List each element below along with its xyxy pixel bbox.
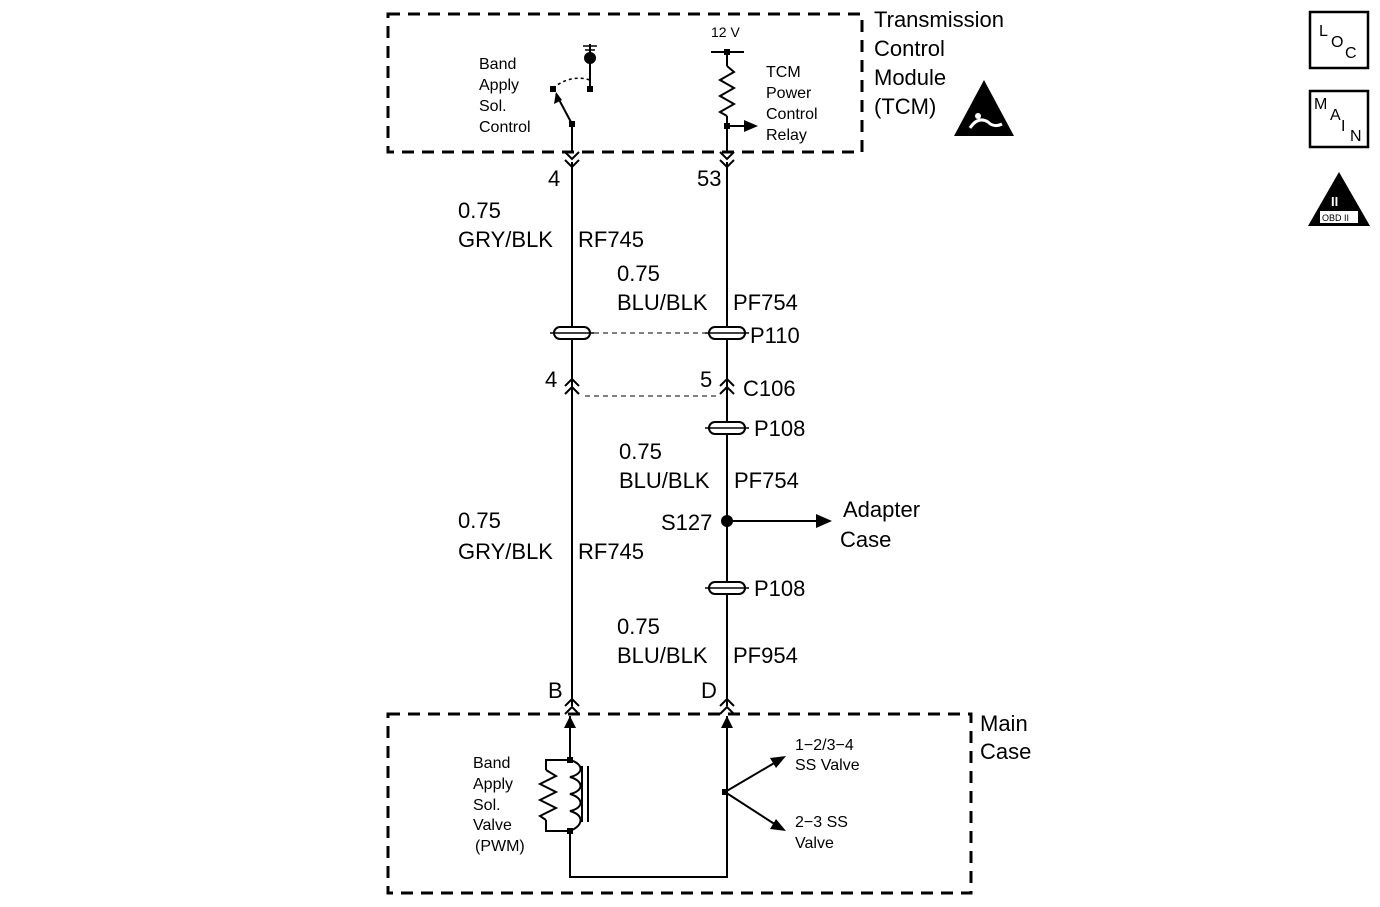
svg-text:M: M (1314, 96, 1327, 113)
tcm-box (386, 12, 864, 154)
p108-upper-passthrough (705, 421, 749, 435)
svg-text:C: C (1345, 45, 1357, 62)
s127-splice (721, 514, 832, 528)
relay-resistor (711, 49, 758, 152)
svg-text:L: L (1319, 23, 1328, 40)
wire-label-upper-right: 0.75 BLU/BLK PF754 (617, 261, 798, 315)
ss-valve-branch (722, 756, 786, 831)
p108-lower-passthrough (705, 581, 749, 595)
wire-label-lower-left: 0.75 GRY/BLK RF745 (458, 508, 644, 564)
band-apply-control-label: Band Apply Sol. Control (479, 56, 531, 136)
esd-warning-icon (954, 80, 1014, 136)
loc-icon[interactable]: L O C (1308, 10, 1370, 70)
s127-label: S127 (661, 510, 712, 535)
ss-valve-1-label: 1−2/3−4 SS Valve (795, 737, 860, 774)
svg-text:O: O (1331, 34, 1343, 51)
voltage-label: 12 V (711, 24, 740, 40)
c106-pin-right: 5 (700, 367, 712, 392)
tcm-pin-right: 53 (697, 166, 721, 191)
svg-text:OBD II: OBD II (1322, 213, 1349, 223)
p110-label: P110 (750, 323, 800, 348)
main-case-connector (564, 697, 735, 715)
main-case-box (386, 712, 973, 895)
main-case-pin-right: D (701, 678, 717, 703)
band-apply-solenoid (537, 716, 733, 878)
c106-pin-left: 4 (545, 367, 557, 392)
tcm-pin-left: 4 (548, 166, 560, 191)
svg-text:A: A (1330, 107, 1341, 124)
main-case-name: Main Case (980, 711, 1034, 764)
obd-ii-icon[interactable]: II OBD II (1308, 172, 1370, 226)
tcm-name: Transmission Control Module (TCM) (874, 7, 1010, 119)
svg-text:N: N (1350, 128, 1362, 145)
svg-text:I: I (1341, 118, 1345, 135)
wire-label-mid-right: 0.75 BLU/BLK PF754 (619, 439, 799, 493)
wire-label-lower-right: 0.75 BLU/BLK PF954 (617, 614, 798, 668)
svg-text:II: II (1331, 194, 1338, 209)
ss-valve-2-label: 2−3 SS Valve (795, 814, 852, 852)
relay-label: TCM Power Control Relay (766, 64, 822, 144)
adapter-case-label: Adapter Case (840, 497, 926, 552)
main-case-pin-left: B (548, 678, 563, 703)
p108-lower-label: P108 (754, 576, 805, 601)
wire-label-upper-left: 0.75 GRY/BLK RF745 (458, 198, 644, 252)
band-apply-valve-label: Band Apply Sol. Valve (PWM) (473, 755, 525, 855)
c106-label: C106 (743, 376, 796, 401)
c106-connector (564, 377, 735, 397)
p108-upper-label: P108 (754, 416, 805, 441)
main-icon[interactable]: M A I N (1308, 89, 1370, 149)
band-apply-control-switch (550, 44, 597, 152)
p110-passthrough (550, 326, 749, 340)
